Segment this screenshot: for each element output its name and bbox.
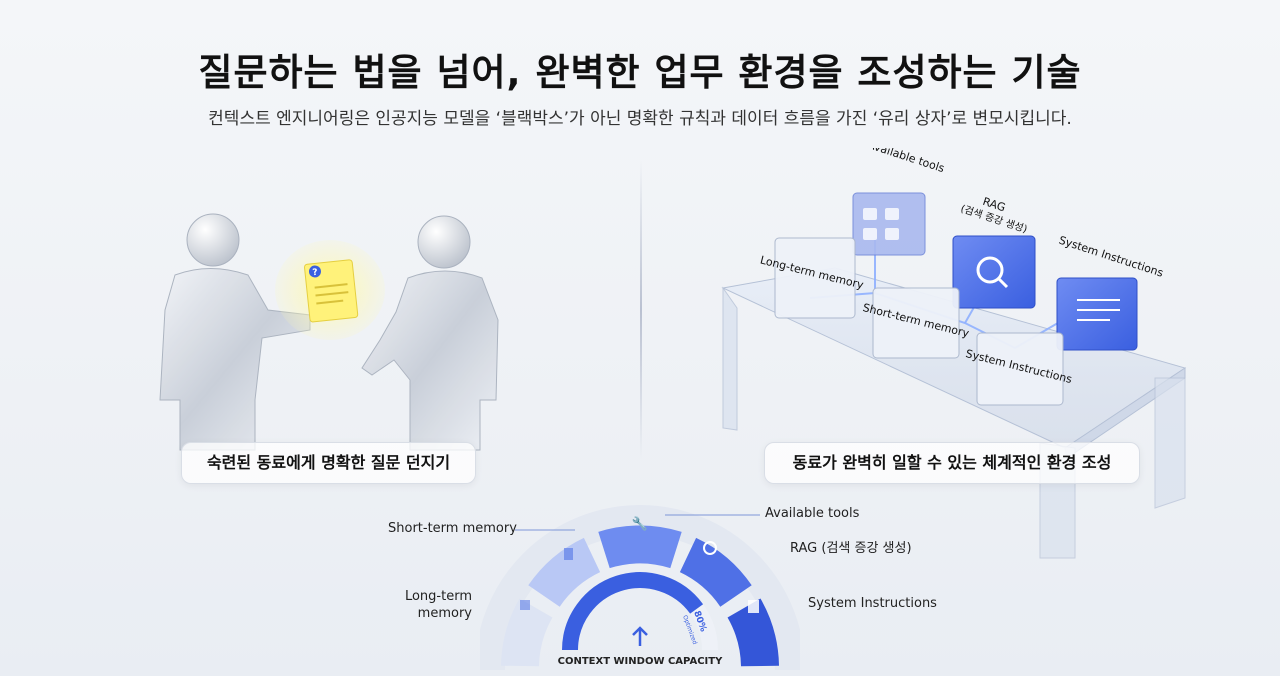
document-icon bbox=[748, 600, 759, 613]
wrench-icon: 🔧 bbox=[632, 515, 648, 532]
capacity-fill bbox=[562, 572, 704, 651]
question-icon bbox=[308, 265, 321, 278]
panel-divider bbox=[640, 160, 642, 460]
label-system-instructions: System Instructions bbox=[808, 596, 937, 611]
svg-text:Available tools: Available tools bbox=[866, 148, 946, 175]
segment-short-term bbox=[528, 537, 601, 608]
segment-available-tools bbox=[598, 525, 682, 569]
rag-search-icon bbox=[703, 541, 717, 555]
svg-text:System Instructions: System Instructions bbox=[1057, 234, 1165, 280]
folder-short-term: Short-term memory bbox=[861, 287, 971, 359]
folder-system-instructions-top: System Instructions bbox=[1056, 234, 1165, 351]
label-available-tools: Available tools bbox=[765, 506, 860, 521]
segment-rag bbox=[679, 537, 752, 608]
question-note: ? bbox=[303, 259, 359, 323]
label-long-term: Long-term memory bbox=[404, 589, 472, 621]
context-window-gauge: 🔧 80% Optimized CONTEXT WINDOW CAPACITY bbox=[480, 505, 800, 671]
left-caption: 숙련된 동료에게 명확한 질문 던지기 bbox=[181, 442, 476, 484]
right-caption: 동료가 완벽히 일할 수 있는 체계적인 환경 조성 bbox=[764, 442, 1140, 484]
page-title: 질문하는 법을 넘어, 완벽한 업무 환경을 조성하는 기술 bbox=[198, 51, 1082, 94]
folder-available-tools: Available tools bbox=[852, 148, 946, 256]
page-subtitle: 컨텍스트 엔지니어링은 인공지능 모델을 ‘블랙박스’가 아닌 명확한 규칙과 … bbox=[208, 109, 1072, 129]
folder-system-instructions-front: System Instructions bbox=[964, 332, 1074, 406]
long-term-icon bbox=[520, 600, 530, 610]
gauge-outer-ring bbox=[480, 505, 800, 671]
search-icon bbox=[976, 256, 1004, 284]
gauge-bottom-label: CONTEXT WINDOW CAPACITY bbox=[558, 656, 723, 667]
segment-system-instructions bbox=[727, 598, 779, 667]
gauge-connectors bbox=[515, 514, 760, 531]
label-short-term: Short-term memory bbox=[388, 521, 517, 536]
person-right bbox=[361, 215, 499, 451]
segment-long-term bbox=[501, 598, 553, 667]
glass-table-illustration: Available tools RAG (검색 증강 생성) System In… bbox=[721, 148, 1187, 559]
folder-long-term: Long-term memory bbox=[759, 237, 865, 319]
label-rag: RAG (검색 증강 생성) bbox=[790, 541, 912, 556]
svg-text:?: ? bbox=[312, 268, 318, 278]
short-term-icon bbox=[564, 548, 573, 560]
person-left bbox=[159, 213, 311, 451]
colleagues-illustration: ? bbox=[159, 213, 499, 451]
folder-rag: RAG (검색 증강 생성) bbox=[952, 195, 1036, 309]
